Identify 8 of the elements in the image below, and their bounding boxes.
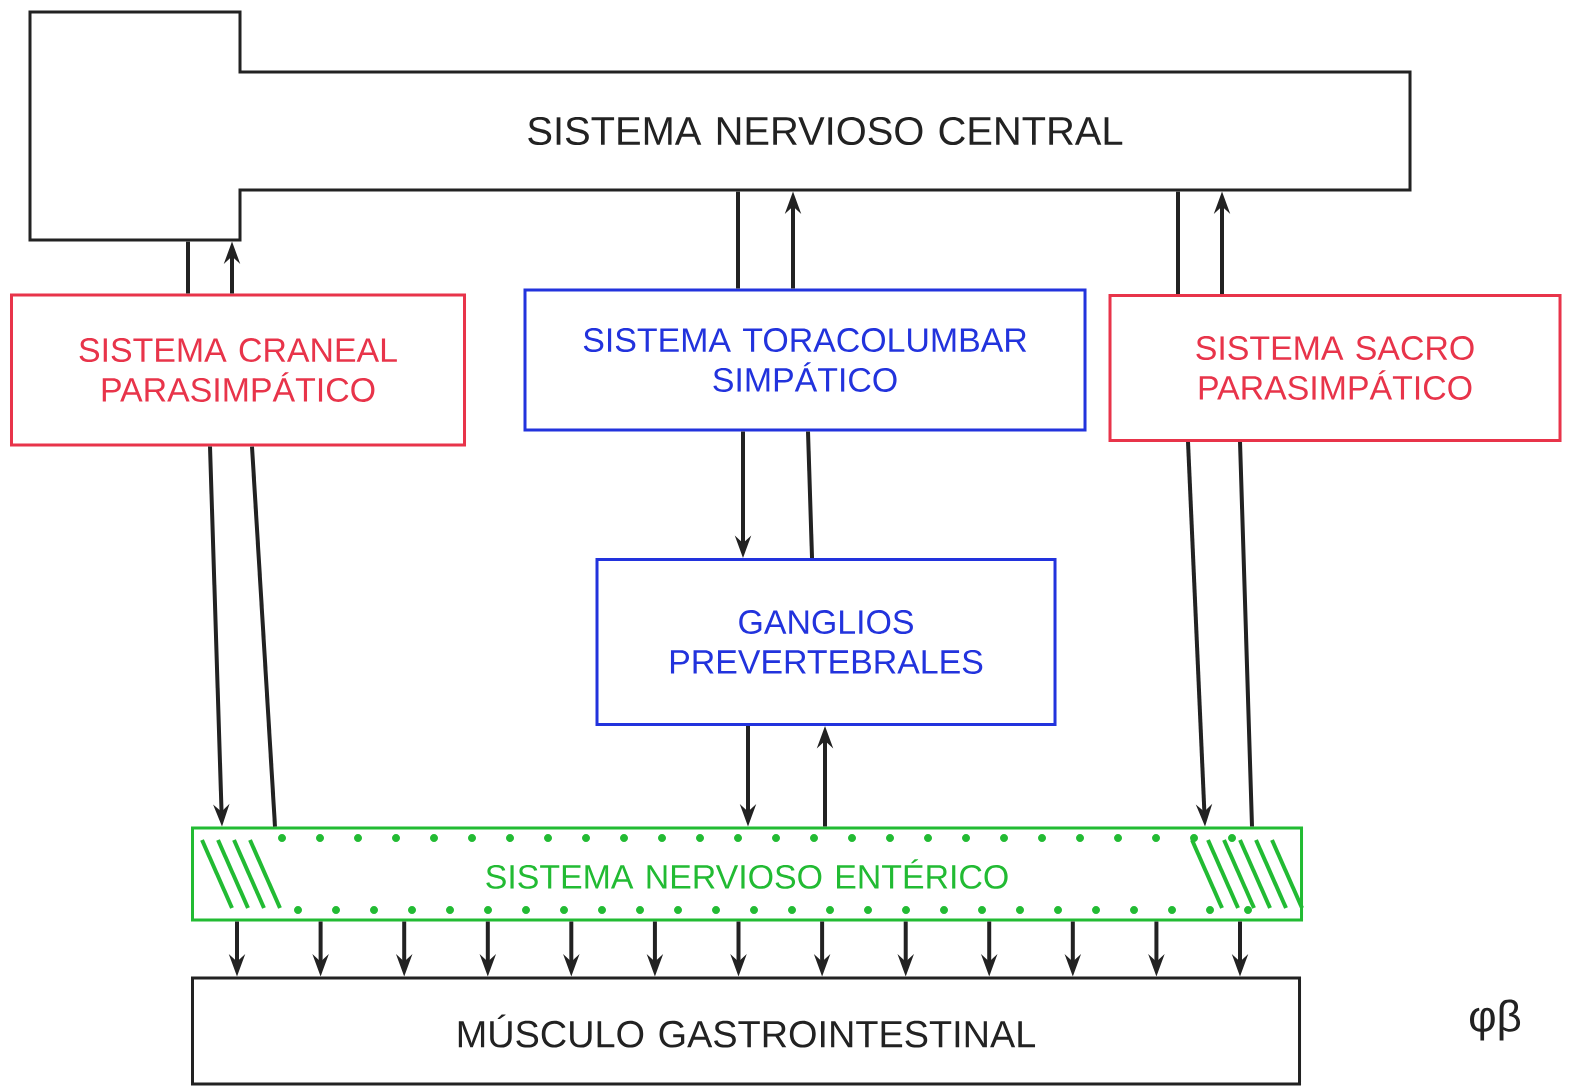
signature: φβ	[1470, 999, 1521, 1041]
ganglia-box: GANGLIOS PREVERTEBRALES	[595, 558, 1057, 726]
enteric-band: SISTEMA NERVIOSO ENTÉRICO	[191, 826, 1304, 922]
system-bar: SISTEMA NERVIOSO CENTRAL	[28, 10, 1412, 242]
muscle-bar: MÚSCULO GASTROINTESTINAL	[191, 976, 1301, 1086]
system-box: SISTEMA TORACOLUMBAR SIMPÁTICO	[523, 288, 1087, 432]
system-box: SISTEMA SACRO PARASIMPÁTICO	[1108, 294, 1562, 442]
system-box: SISTEMA CRANEAL PARASIMPÁTICO	[10, 293, 466, 447]
